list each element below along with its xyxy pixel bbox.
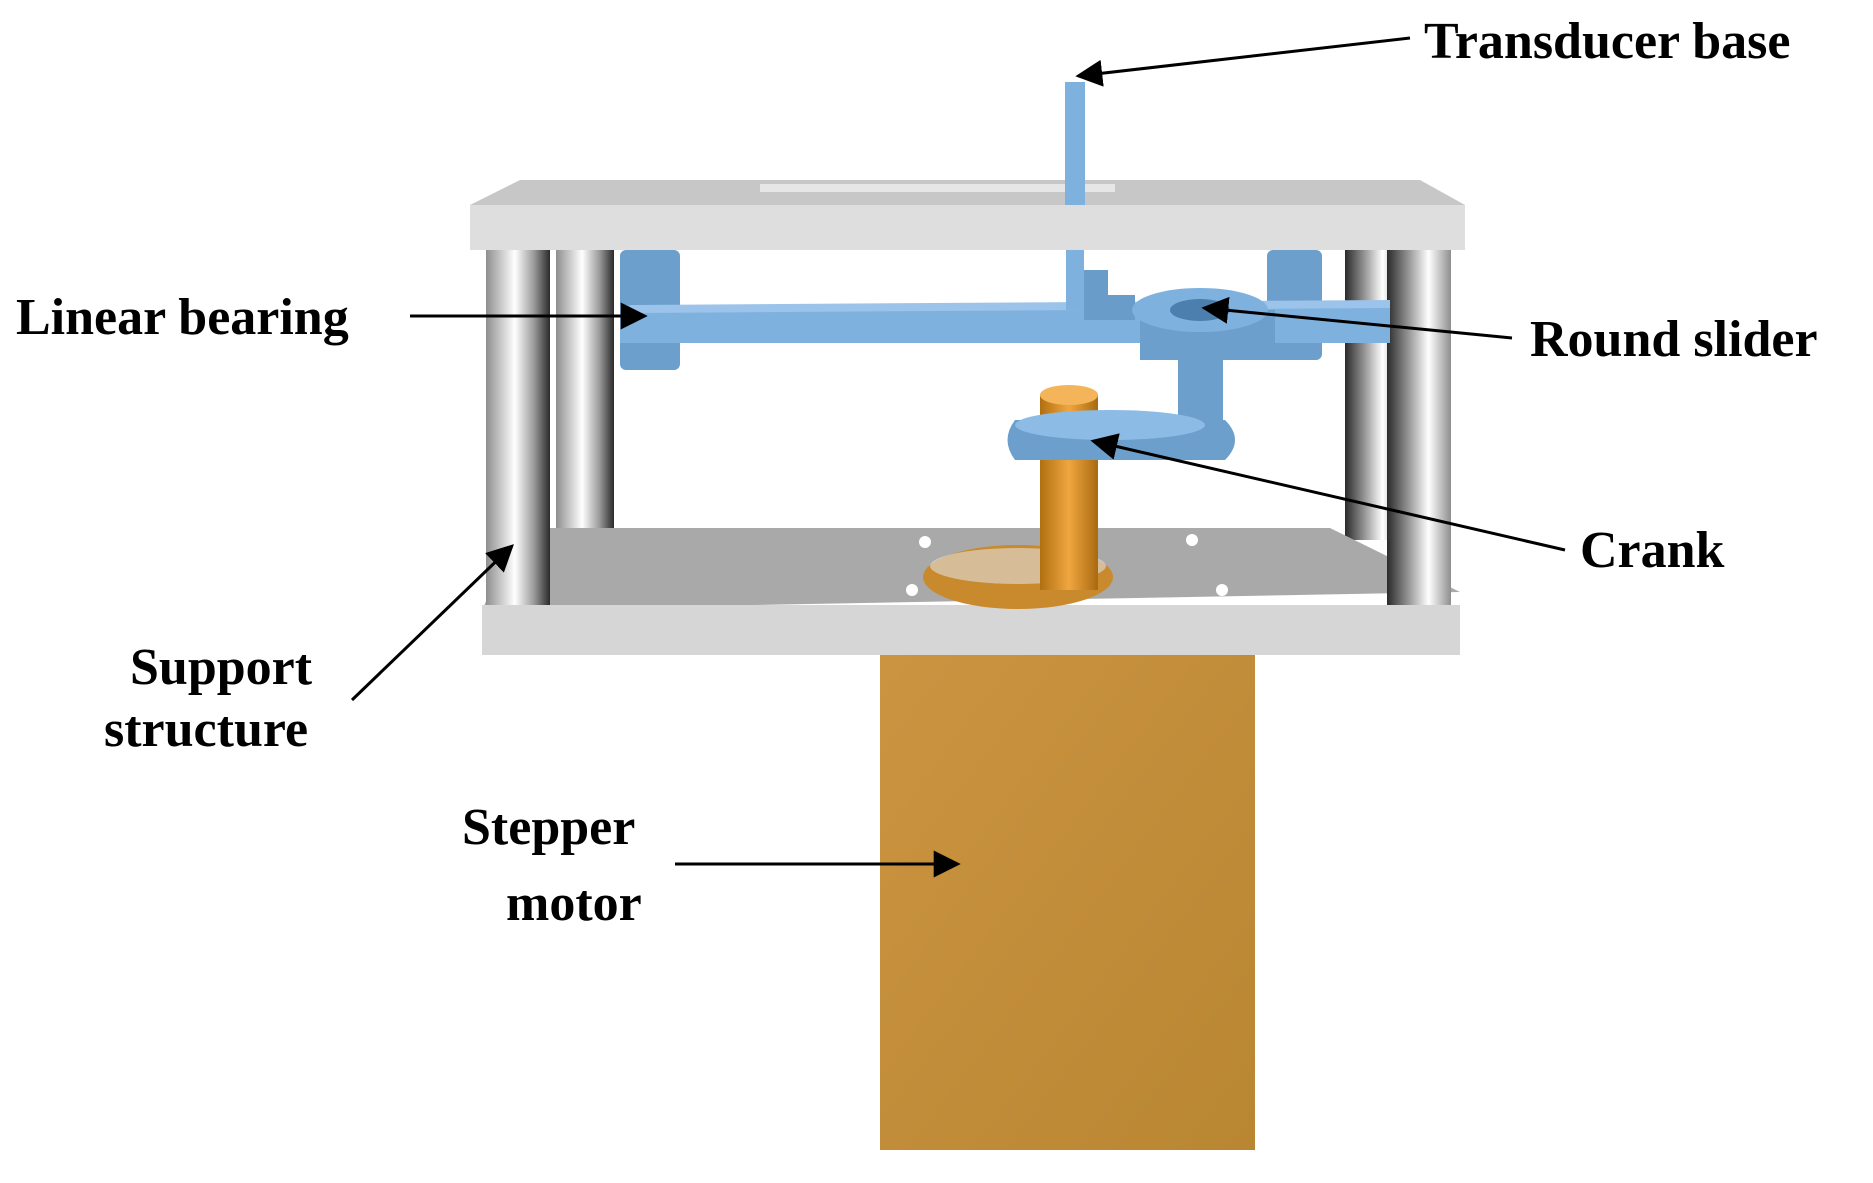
top-plate-slot [760,184,1115,192]
label-round-slider: Round slider [1530,311,1818,368]
arrow-transducer-base [1075,36,1411,87]
label-linear-bearing: Linear bearing [16,289,349,346]
arrow-round-slider [1201,296,1513,340]
mount-hole [919,536,931,548]
mount-hole [1216,584,1228,596]
label-support-structure-line1: Support [130,639,313,696]
motor-shaft-top [1040,385,1098,405]
transducer-rod-lower [1066,245,1084,310]
arrow-crank [1090,433,1566,552]
support-pillar-front-right [1387,245,1451,605]
top-plate-front [470,205,1465,250]
label-support-structure-line2: structure [104,701,308,758]
mount-hole [906,584,918,596]
crank-arm-top [1015,410,1205,440]
top-plate-top [470,180,1465,205]
bottom-plate-front [482,605,1460,655]
arrow-support-structure [350,544,514,702]
transducer-mount [1084,270,1135,320]
label-crank: Crank [1580,522,1725,579]
transducer-rod-through-plate [1065,160,1085,205]
mount-hole [1186,534,1198,546]
stepper-motor-body [880,655,1255,1150]
support-pillar-back-left [556,240,614,540]
round-slider-neck [1178,350,1223,420]
label-stepper-motor-line2: motor [506,875,642,932]
label-stepper-motor-line1: Stepper [462,799,635,856]
label-transducer-base: Transducer base [1424,13,1790,70]
support-pillar-front-left [486,250,550,605]
